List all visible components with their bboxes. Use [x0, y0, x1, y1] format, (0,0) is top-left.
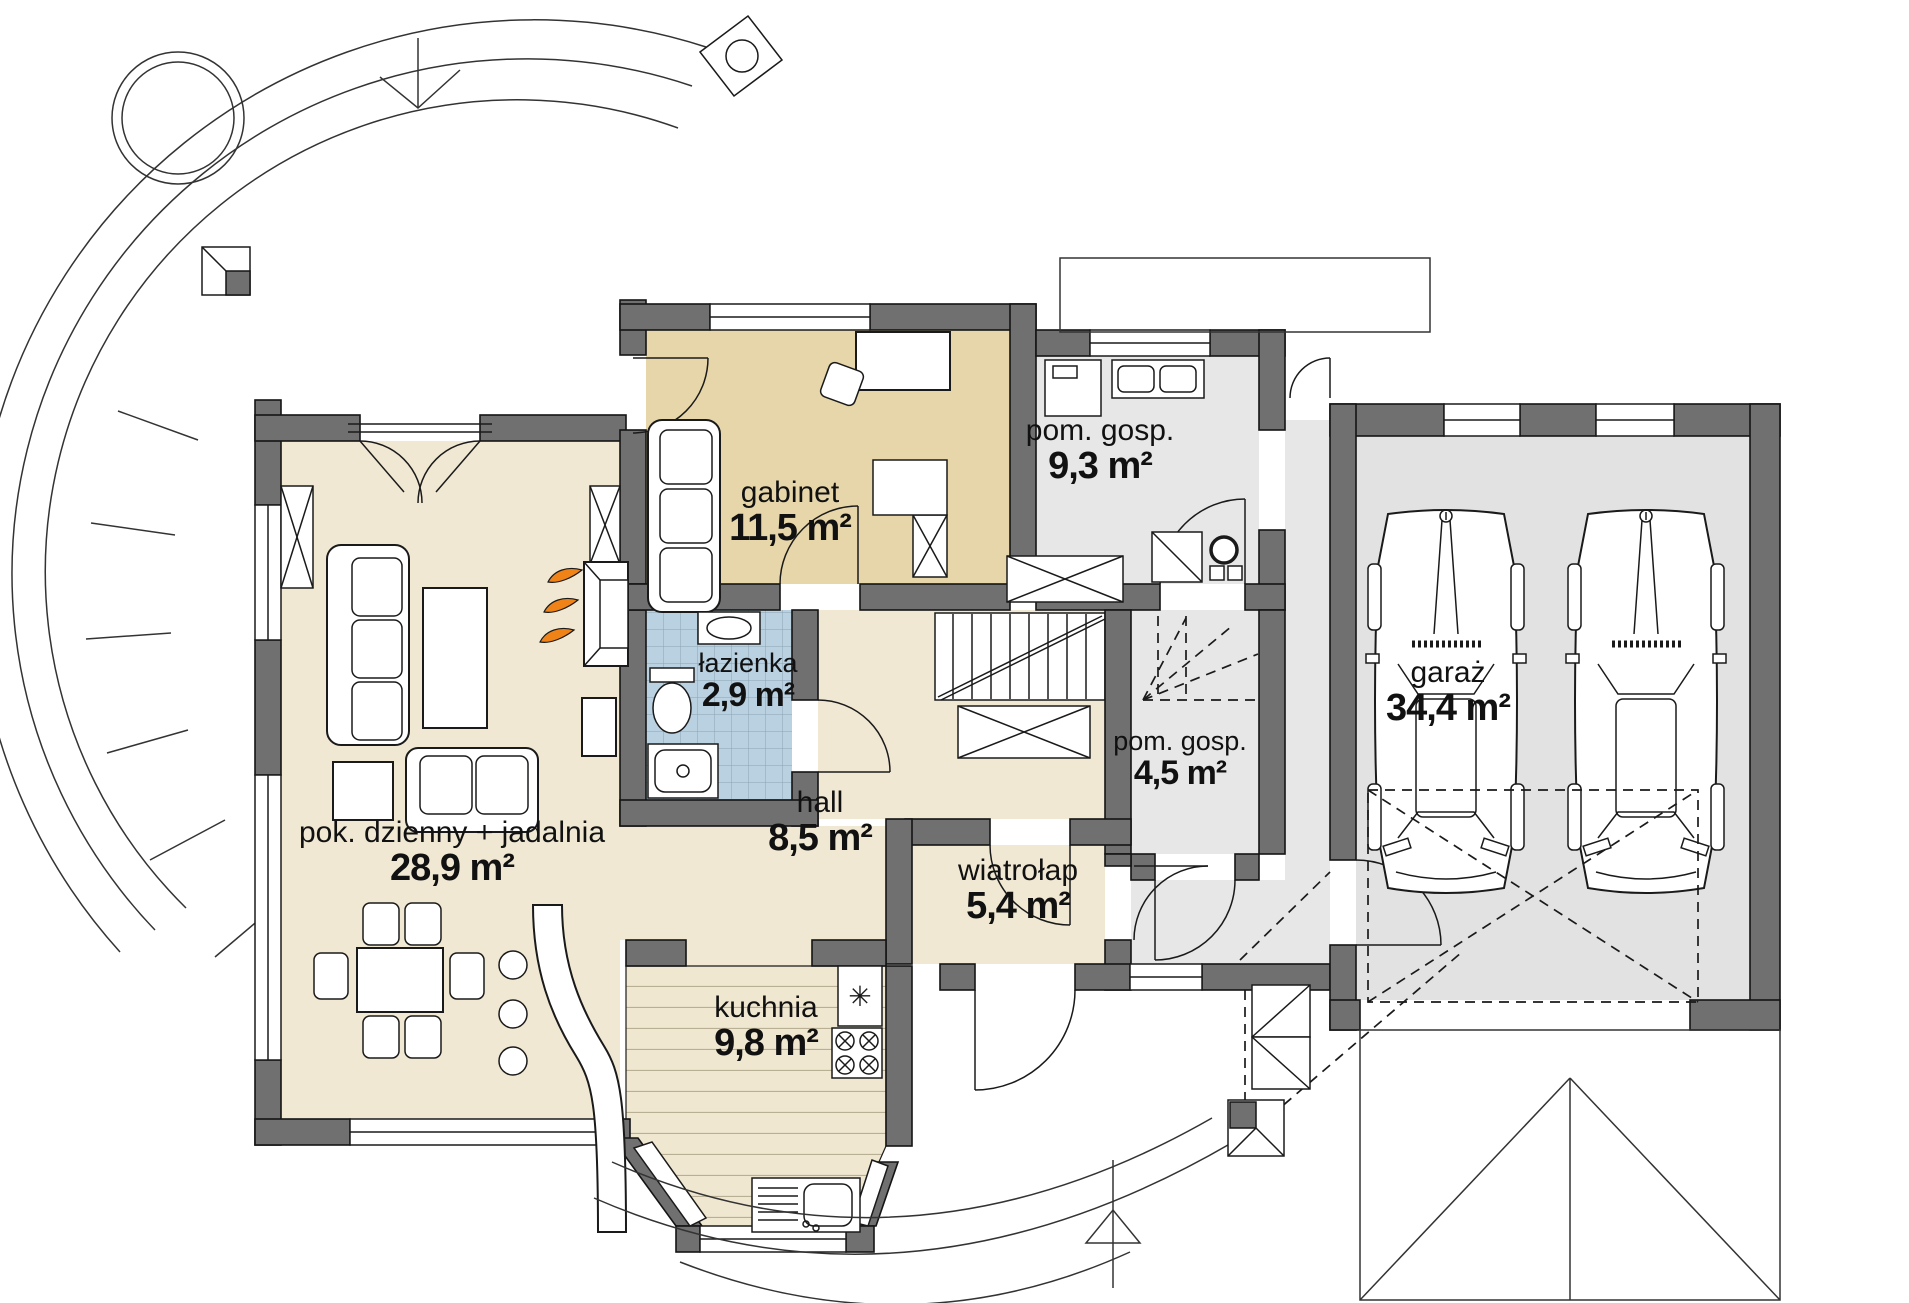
toilet	[649, 667, 695, 734]
room-name: łazienka	[698, 648, 798, 678]
room-name: gabinet	[740, 476, 840, 509]
room-name: pom. gosp.	[1113, 726, 1247, 756]
room-area: 4,5 m²	[1133, 753, 1227, 792]
washbasin	[697, 611, 761, 645]
window	[1595, 403, 1675, 437]
room-label-lazienka: łazienka 2,9 m²	[698, 648, 798, 714]
door	[1289, 357, 1331, 399]
room-area: 28,9 m²	[390, 846, 515, 889]
flame-icon	[543, 597, 580, 613]
tree-circle	[111, 51, 245, 185]
door	[1154, 879, 1236, 961]
door	[779, 505, 859, 585]
room-area: 2,9 m²	[701, 675, 795, 714]
exterior-steps-and-pillar	[1227, 984, 1311, 1157]
room-area: 9,8 m²	[714, 1021, 819, 1064]
room-name: pok. dzienny + jadalnia	[298, 816, 606, 849]
garage-door-swing-dashed	[1367, 789, 1699, 1003]
structural-piers	[280, 485, 1124, 759]
window	[254, 774, 282, 1061]
room-name: wiatrołap	[957, 854, 1079, 887]
winder-stairs-dashed	[1142, 616, 1259, 701]
roof-outline	[1059, 257, 1781, 1301]
room-name: pom. gosp.	[1025, 414, 1175, 447]
window	[254, 504, 282, 641]
utility-room-fixtures	[1044, 359, 1243, 583]
room-area: 9,3 m²	[1048, 444, 1153, 487]
flame-icon	[539, 627, 576, 643]
entrance-door	[974, 989, 1076, 1091]
utility-sink	[1111, 359, 1205, 399]
staircase	[934, 612, 1106, 701]
room-wiatrolap-floor	[912, 845, 1105, 964]
window	[1129, 963, 1203, 991]
kitchenette-unit	[1151, 531, 1243, 583]
sofa-3-seat	[326, 544, 410, 746]
kitchen-sink	[751, 1177, 861, 1233]
room-area: 5,4 m²	[966, 884, 1071, 927]
window	[349, 1118, 611, 1146]
window	[1443, 403, 1521, 437]
door	[989, 844, 1071, 926]
bathroom-fixtures	[647, 611, 761, 799]
window	[1089, 329, 1211, 357]
terrace-driveway-arcs	[0, 14, 784, 958]
fridge-star-icon: ✳	[848, 981, 871, 1012]
fridge	[837, 965, 883, 1027]
shelf	[872, 459, 948, 516]
room-label-hall: hall 8,5 m²	[768, 786, 873, 859]
room-name: kuchnia	[714, 991, 818, 1024]
desk-chair	[819, 361, 865, 407]
room-pomgosp2-floor	[1131, 610, 1259, 854]
desk-small	[581, 697, 617, 757]
washing-machine	[1044, 359, 1102, 417]
car	[1566, 510, 1726, 893]
desk	[855, 331, 951, 391]
room-name: hall	[796, 786, 844, 819]
room-name: garaż	[1410, 656, 1486, 689]
side-table	[332, 761, 394, 821]
window	[709, 303, 871, 331]
stove	[831, 1027, 883, 1079]
sofa-2-seat	[647, 419, 721, 613]
living-room-furniture	[313, 544, 629, 1076]
sofa-2-seat	[405, 747, 539, 833]
terrace-hatch-lines	[85, 410, 281, 958]
french-door	[348, 423, 492, 504]
bar-stools	[498, 950, 528, 1076]
coffee-table	[422, 587, 488, 729]
room-label-kuchnia: kuchnia 9,8 m²	[714, 991, 819, 1064]
room-area: 34,4 m²	[1386, 686, 1511, 729]
room-label-living: pok. dzienny + jadalnia 28,9 m²	[298, 816, 606, 889]
room-label-pom-gosp-1: pom. gosp. 9,3 m²	[1025, 414, 1175, 487]
fireplace	[539, 561, 629, 667]
eaves-outline	[1059, 257, 1431, 333]
garage-contents	[1366, 510, 1726, 1003]
lamp-post	[698, 14, 784, 98]
round-sink-icon	[1209, 535, 1239, 565]
curved-counter	[531, 904, 628, 1233]
dining-set	[313, 902, 485, 1059]
door	[817, 699, 891, 773]
room-label-pom-gosp-2: pom. gosp. 4,5 m²	[1113, 726, 1247, 792]
entry-steps-arcs	[593, 1117, 1241, 1303]
gabinet-furniture	[647, 331, 951, 613]
room-label-garaz: garaż 34,4 m²	[1386, 656, 1511, 729]
room-area: 11,5 m²	[729, 506, 852, 549]
windows	[254, 303, 1675, 1253]
room-label-gabinet: gabinet 11,5 m²	[729, 476, 852, 549]
chimney	[201, 246, 251, 296]
flame-icon	[547, 567, 584, 583]
driveway-arrow-mark	[379, 38, 461, 109]
doors	[348, 357, 1442, 1091]
room-label-wiatrolap: wiatrołap 5,4 m²	[957, 854, 1079, 927]
shower	[647, 743, 719, 799]
room-area: 8,5 m²	[768, 816, 873, 859]
